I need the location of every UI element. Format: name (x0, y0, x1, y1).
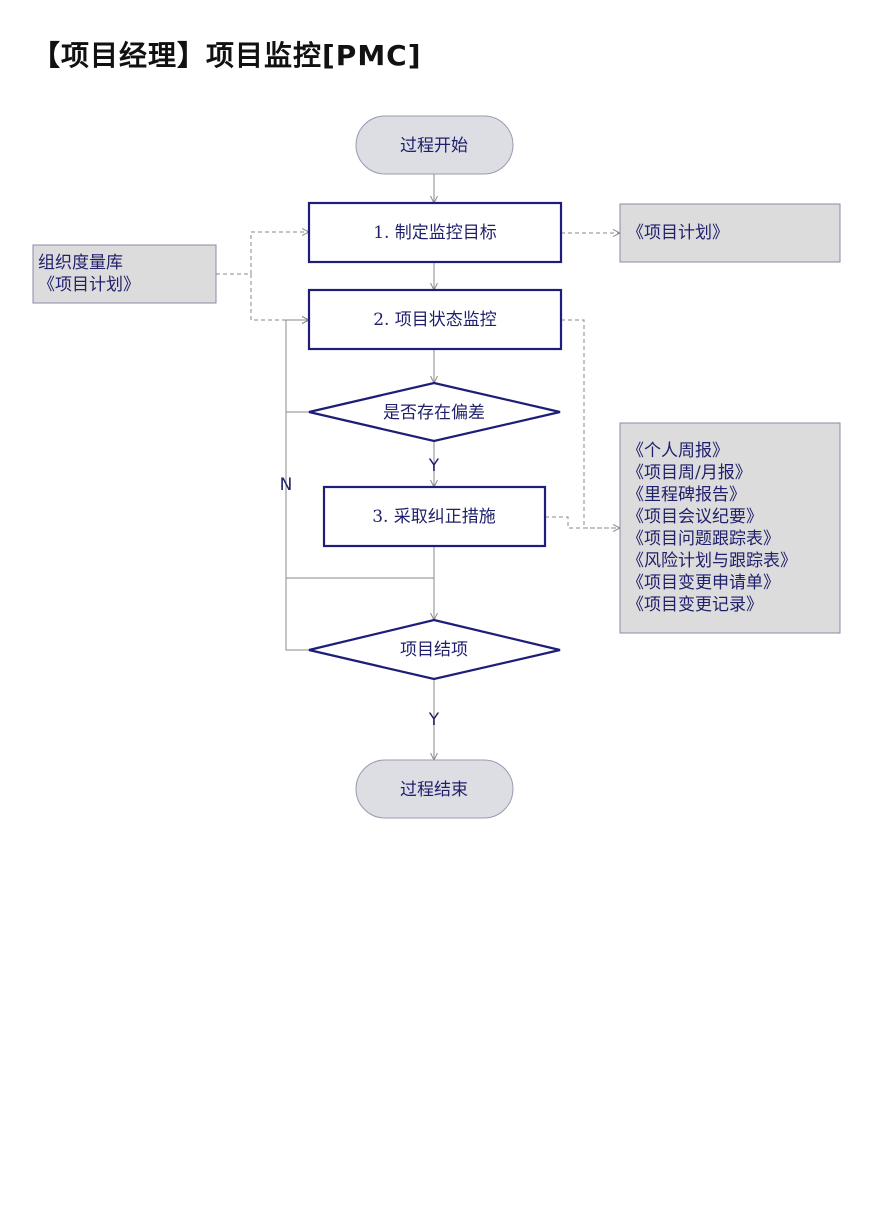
process-step1: 1. 制定监控目标 (307, 201, 563, 264)
decision-close: 项目结项 (308, 618, 561, 681)
terminal-start: 过程开始 (355, 115, 514, 175)
process-step3-label: 3. 采取纠正措施 (372, 507, 496, 527)
document-links (216, 232, 620, 528)
terminal-end: 过程结束 (355, 759, 514, 819)
doc-input: 组织度量库 《项目计划》 (32, 244, 217, 304)
doc-record-item: 《项目周/月报》 (627, 463, 752, 483)
process-step1-label: 1. 制定监控目标 (373, 223, 497, 243)
process-step3: 3. 采取纠正措施 (322, 485, 547, 548)
link-step2-to-records (561, 319, 620, 528)
terminal-end-label: 过程结束 (400, 780, 468, 800)
edge-label-deviation-no: N (280, 475, 293, 495)
link-input-to-step1 (250, 232, 309, 274)
doc-record-item: 《项目变更记录》 (627, 595, 763, 615)
doc-record-item: 《项目问题跟踪表》 (627, 529, 780, 549)
doc-record-item: 《风险计划与跟踪表》 (627, 551, 797, 571)
decision-deviation-label: 是否存在偏差 (383, 403, 485, 423)
decision-deviation: 是否存在偏差 (308, 381, 561, 443)
edge-label-deviation-yes: Y (428, 456, 440, 476)
doc-plan: 《项目计划》 (619, 203, 841, 263)
terminal-start-label: 过程开始 (400, 136, 468, 156)
doc-plan-label: 《项目计划》 (627, 223, 729, 243)
doc-record-item: 《项目会议纪要》 (627, 507, 763, 527)
process-step2-label: 2. 项目状态监控 (373, 310, 497, 330)
doc-input-line-1: 组织度量库 (38, 253, 123, 273)
doc-records: 《个人周报》 《项目周/月报》 《里程碑报告》 《项目会议纪要》 《项目问题跟踪… (619, 422, 841, 634)
decision-close-label: 项目结项 (400, 640, 468, 660)
doc-record-item: 《个人周报》 (627, 441, 729, 461)
edge-label-close-yes: Y (428, 710, 440, 730)
doc-record-item: 《项目变更申请单》 (627, 573, 780, 593)
link-input-to-step2 (250, 274, 309, 320)
doc-input-line-2: 《项目计划》 (38, 275, 140, 295)
process-step2: 2. 项目状态监控 (307, 288, 563, 351)
doc-record-item: 《里程碑报告》 (627, 485, 746, 505)
link-step3-to-records (545, 516, 620, 529)
page-title: 【项目经理】项目监控[PMC] (32, 39, 422, 72)
